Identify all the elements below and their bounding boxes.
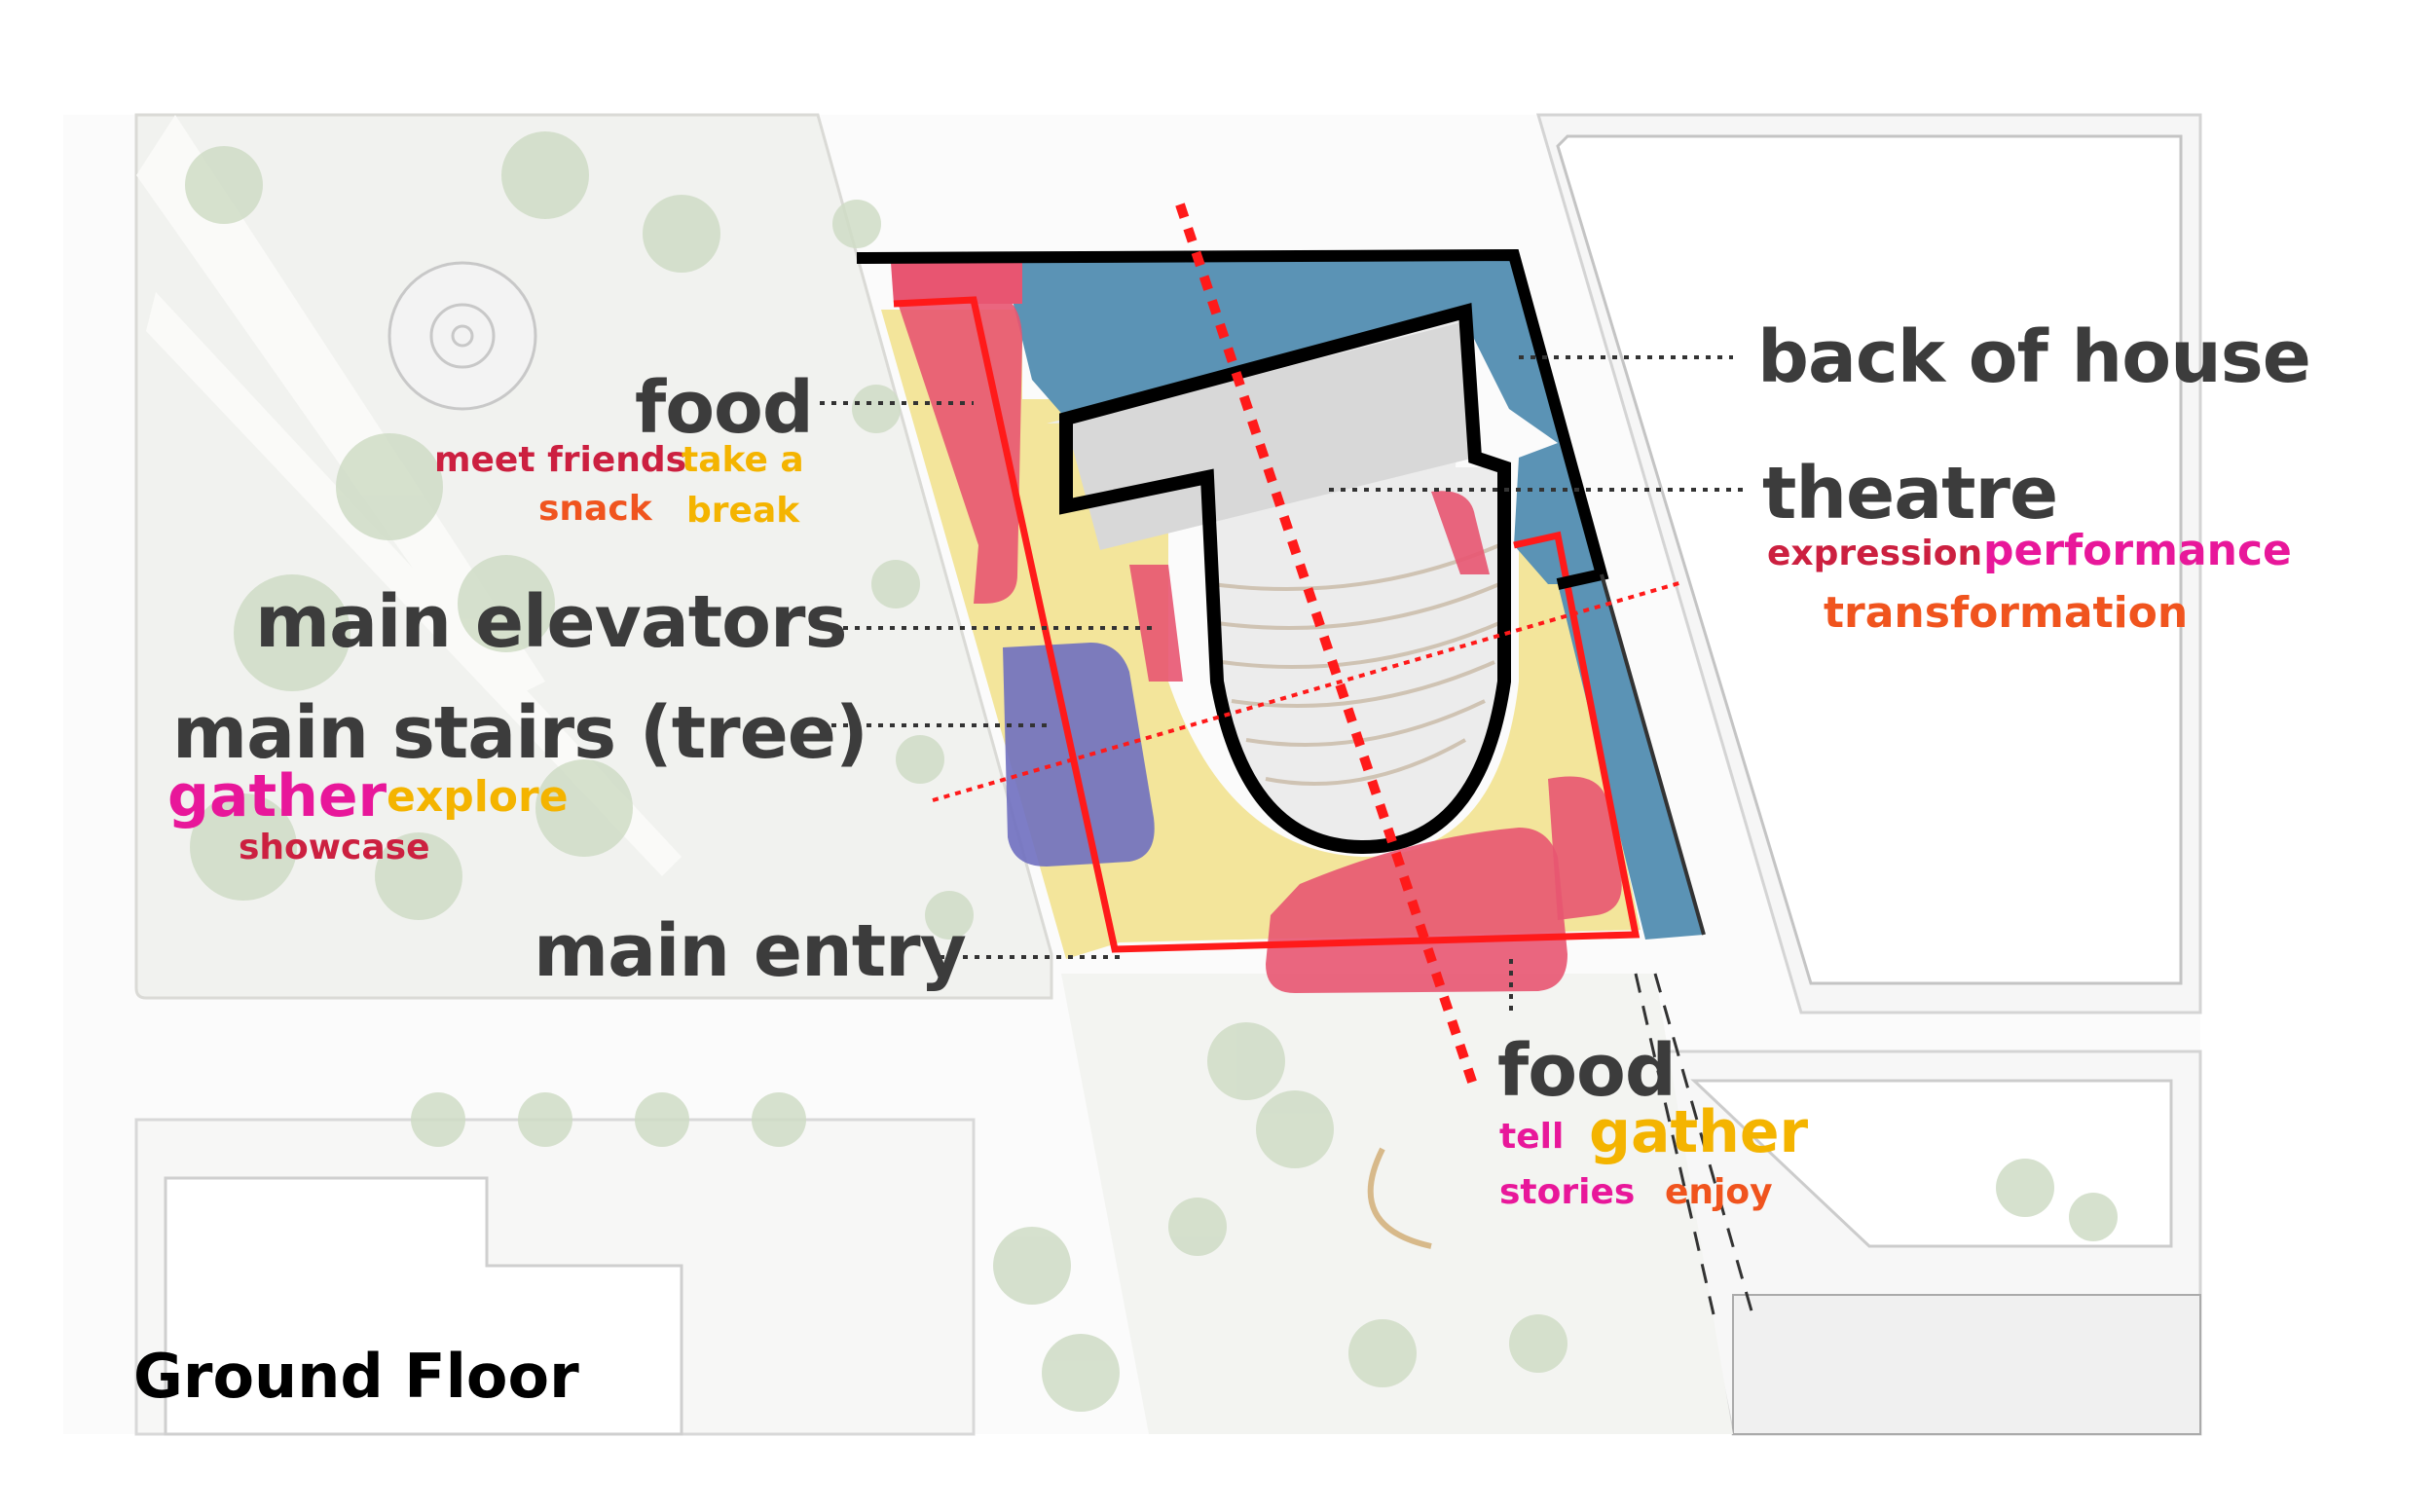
park-path [136,115,545,701]
label-main-entry: main entry [534,909,967,993]
keyword-take-a: take a [682,440,804,480]
keyword-performance: performance [1983,526,2292,575]
plaza-fountain [387,261,537,411]
section-axis-vertical [1175,203,1480,1092]
floor-title: Ground Floor [133,1341,579,1412]
elevator-zone-right [1431,491,1490,574]
leader-lines [820,355,1743,1017]
back-of-house-black-outline [856,248,1609,590]
back-of-house-zone [1003,258,1704,940]
building-red-outline [893,296,1641,953]
keyword-expression: expression [1767,534,1983,573]
park-path-2 [146,292,682,876]
food-zone-top-corner [891,263,1022,304]
theatre-stage [1066,321,1475,550]
building-outline-right [1556,134,2183,985]
bottom-right-structure [1732,1294,2201,1435]
park-area [134,113,1053,1000]
keyword-transformation: transformation [1824,588,2189,638]
back-of-house-edge [1600,573,1706,936]
food-zone-right [1548,776,1622,920]
building-outline-bottom-right [1690,1079,2173,1248]
plaza-fountain-center [451,324,474,348]
theatre-black-outline [1059,303,1511,855]
label-food-top: food [635,366,814,450]
keyword-tell: tell [1499,1117,1565,1157]
keyword-enjoy: enjoy [1665,1172,1773,1212]
keyword-showcase: showcase [239,828,430,867]
elevator-zone-left [1129,565,1183,682]
keyword-gather-food: gather [1589,1098,1809,1166]
theatre-seating [1211,543,1500,786]
keyword-snack: snack [538,489,652,529]
keyword-explore: explore [387,772,569,822]
road-edge-line [1653,973,1754,1315]
keyword-break: break [686,491,800,531]
label-theatre: theatre [1762,452,2058,535]
section-axis-horizontal [932,580,1683,802]
label-food-bottom: food [1497,1029,1677,1113]
plaza-curve [1367,1147,1432,1249]
label-main-elevators: main elevators [255,580,848,664]
building-outline-bottom-left [164,1176,683,1436]
main-stairs-zone [1003,643,1155,867]
label-back-of-house: back of house [1757,315,2311,399]
road-edge-line-2 [1634,973,1715,1315]
label-main-stairs: main stairs (tree) [172,691,868,775]
keyword-gather-stairs: gather [167,762,387,830]
keyword-stories: stories [1499,1172,1636,1212]
tree-canopies [185,131,2118,1412]
keyword-meet-friends: meet friends [434,440,687,480]
plaza-fountain-inner [429,303,496,369]
